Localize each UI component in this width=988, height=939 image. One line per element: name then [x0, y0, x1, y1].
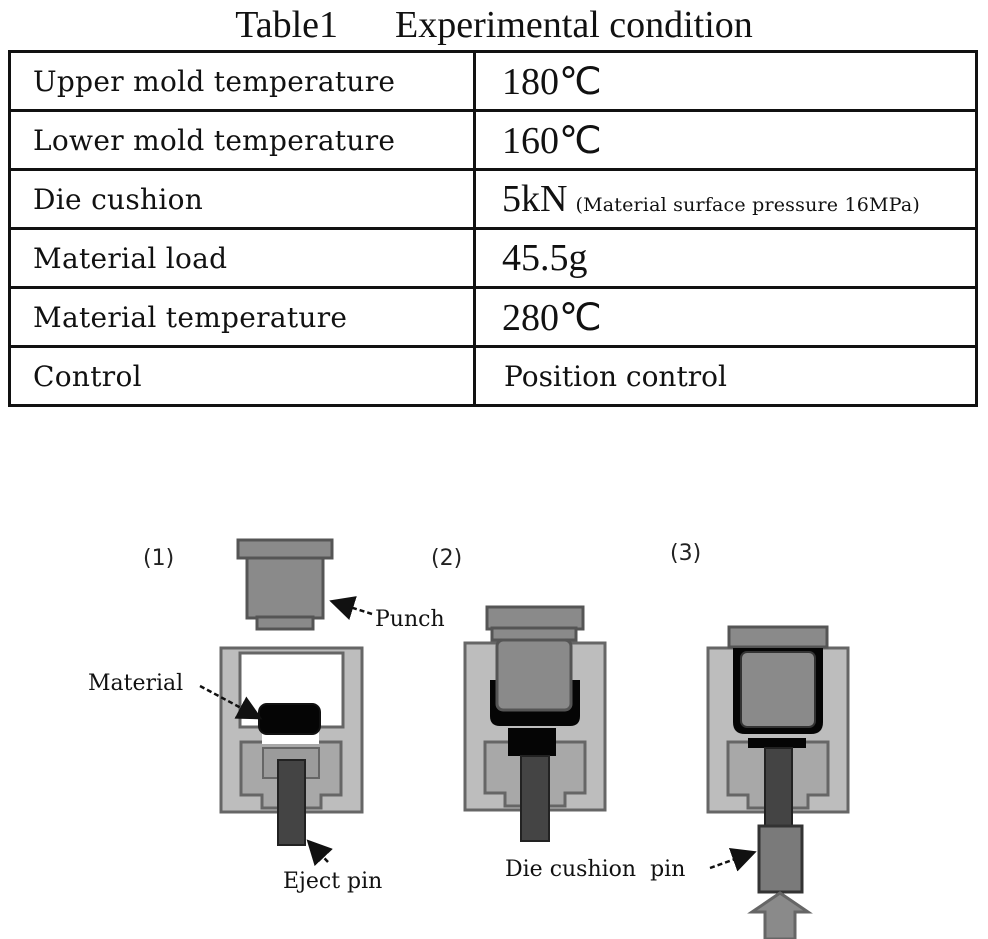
step-1-label: (1) [143, 546, 174, 571]
row-value-note: (Material surface pressure 16MPa) [575, 194, 920, 216]
eject-pin-label: Eject pin [283, 869, 382, 894]
row-label: Upper mold temperature [8, 50, 476, 112]
row-label: Material load [8, 227, 476, 289]
die-cushion-pin-pointer-arrow [709, 847, 757, 872]
row-value-cell: 5kN (Material surface pressure 16MPa) [473, 168, 978, 230]
table-row: Die cushion 5kN (Material surface pressur… [8, 168, 978, 230]
row-value: 45.5g [473, 227, 978, 289]
row-value: 160℃ [473, 109, 978, 171]
table-row: Lower mold temperature 160℃ [8, 109, 978, 171]
table-row: Material temperature 280℃ [8, 286, 978, 348]
row-value: Position control [473, 345, 978, 407]
die-cushion-pin [764, 747, 793, 829]
step-3-illustration [706, 625, 850, 939]
eject-pin-pointer-arrow [306, 839, 333, 867]
die-cushion-pin [520, 755, 550, 842]
row-label: Lower mold temperature [8, 109, 476, 171]
punch-label: Punch [375, 607, 445, 632]
row-value: 180℃ [473, 50, 978, 112]
punch [485, 605, 585, 726]
material-block [258, 703, 321, 735]
material-label: Material [88, 671, 183, 696]
die-cushion-pin-label: Die cushion pin [505, 857, 685, 882]
step-2-label: (2) [431, 546, 462, 571]
table-row: Upper mold temperature 180℃ [8, 50, 978, 112]
step-1-illustration [219, 538, 364, 846]
material-block [508, 728, 556, 756]
row-label: Die cushion [8, 168, 476, 230]
material-block [748, 738, 806, 748]
row-label: Material temperature [8, 286, 476, 348]
row-value: 5kN [502, 178, 568, 220]
table-caption: Table1 Experimental condition [235, 4, 753, 46]
punch [236, 538, 334, 631]
row-label: Control [8, 345, 476, 407]
row-value: 280℃ [473, 286, 978, 348]
punch [727, 625, 829, 734]
punch-pointer-arrow [329, 596, 373, 620]
upward-arrow-icon [747, 891, 813, 939]
table-row: Material load 45.5g [8, 227, 978, 289]
step-3-label: (3) [670, 541, 701, 566]
step-2-illustration [463, 605, 607, 842]
die-cushion-block [757, 824, 804, 894]
experimental-condition-table: Upper mold temperature 180℃ Lower mold t… [8, 50, 978, 407]
eject-pin [277, 759, 306, 846]
table-row: Control Position control [8, 345, 978, 407]
material-pointer-arrow [199, 684, 263, 720]
